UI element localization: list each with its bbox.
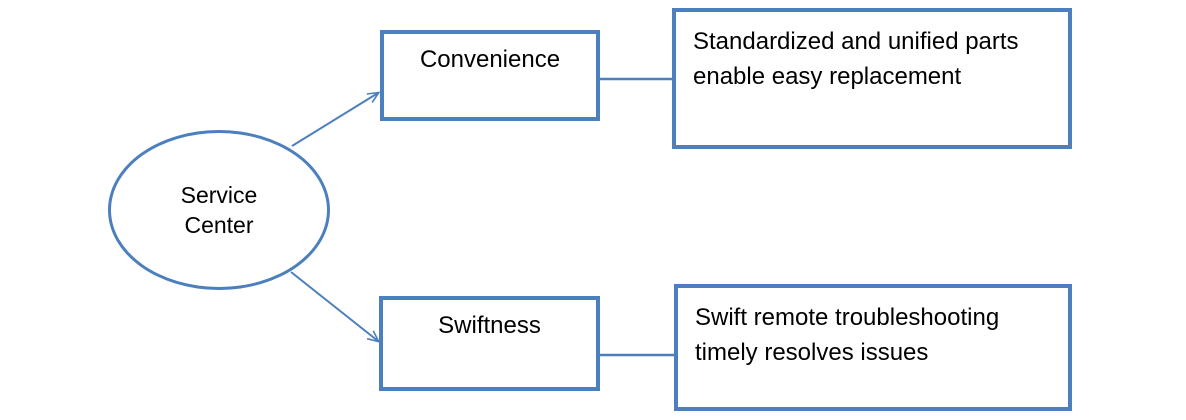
node-convenience-description-text: Standardized and unified parts enable ea…	[693, 28, 1019, 90]
node-service-center[interactable]: Service Center	[108, 130, 330, 290]
edge-service-center-to-convenience	[291, 91, 381, 147]
node-swiftness-description-text: Swift remote troubleshooting timely reso…	[695, 304, 1000, 366]
node-swiftness-label: Swiftness	[438, 312, 541, 339]
edge-service-center-to-swiftness	[290, 271, 381, 343]
node-convenience-description[interactable]: Standardized and unified parts enable ea…	[672, 8, 1072, 149]
node-swiftness-description[interactable]: Swift remote troubleshooting timely reso…	[674, 284, 1072, 411]
node-service-center-label: Service Center	[180, 181, 258, 238]
node-convenience-label: Convenience	[419, 46, 561, 73]
node-convenience[interactable]: Convenience	[380, 30, 600, 121]
node-swiftness[interactable]: Swiftness	[379, 296, 600, 391]
